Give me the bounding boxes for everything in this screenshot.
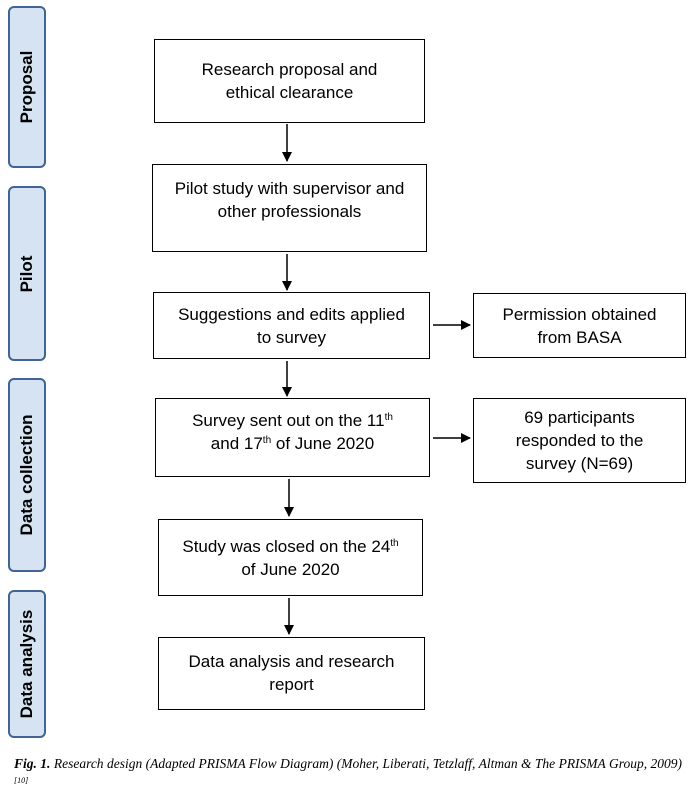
box-suggestions: Suggestions and edits applied to survey xyxy=(153,292,430,359)
phase-data-analysis: Data analysis xyxy=(8,590,46,738)
box-text: Suggestions and edits applied xyxy=(178,304,405,324)
box-text: other professionals xyxy=(217,202,362,221)
box-permission: Permission obtained from BASA xyxy=(473,293,686,358)
box-pilot-study: Pilot study with supervisor and other pr… xyxy=(152,164,427,252)
box-text: responded to the xyxy=(515,431,644,450)
superscript: th xyxy=(262,435,272,446)
box-text: 69 participants xyxy=(524,408,635,427)
box-text: from BASA xyxy=(537,327,622,347)
box-text: of June 2020 xyxy=(241,559,340,579)
box-survey-sent: Survey sent out on the 11th and 17th of … xyxy=(155,398,430,477)
box-text: report xyxy=(269,675,314,694)
superscript: th xyxy=(384,412,393,423)
phase-pilot: Pilot xyxy=(8,186,46,361)
phase-data-collection: Data collection xyxy=(8,378,46,572)
box-text: Research proposal and xyxy=(201,60,378,79)
box-text: Pilot study with supervisor and xyxy=(174,179,405,198)
box-text: Permission obtained xyxy=(502,304,657,324)
phase-proposal: Proposal xyxy=(8,6,46,168)
box-research-proposal: Research proposal and ethical clearance xyxy=(154,39,425,123)
box-data-analysis: Data analysis and research report xyxy=(158,637,425,710)
box-text: and 17 xyxy=(210,434,263,453)
box-text: ethical clearance xyxy=(225,83,354,102)
caption-text: Research design (Adapted PRISMA Flow Dia… xyxy=(50,756,682,771)
box-text: to survey xyxy=(257,327,326,347)
box-text: Study was closed on the 24 xyxy=(182,536,391,556)
box-participants: 69 participants responded to the survey … xyxy=(473,398,686,483)
figure-caption: Fig. 1. Research design (Adapted PRISMA … xyxy=(14,754,682,794)
figure-number: Fig. 1. xyxy=(14,756,51,771)
box-text: survey (N=69) xyxy=(525,454,634,473)
box-study-closed: Study was closed on the 24th of June 202… xyxy=(158,519,423,596)
box-text: Data analysis and research xyxy=(188,652,395,671)
superscript: th xyxy=(390,537,399,549)
box-text: Survey sent out on the 11 xyxy=(192,411,385,430)
box-text: of June 2020 xyxy=(271,434,375,453)
caption-reference: [10] xyxy=(14,776,29,785)
